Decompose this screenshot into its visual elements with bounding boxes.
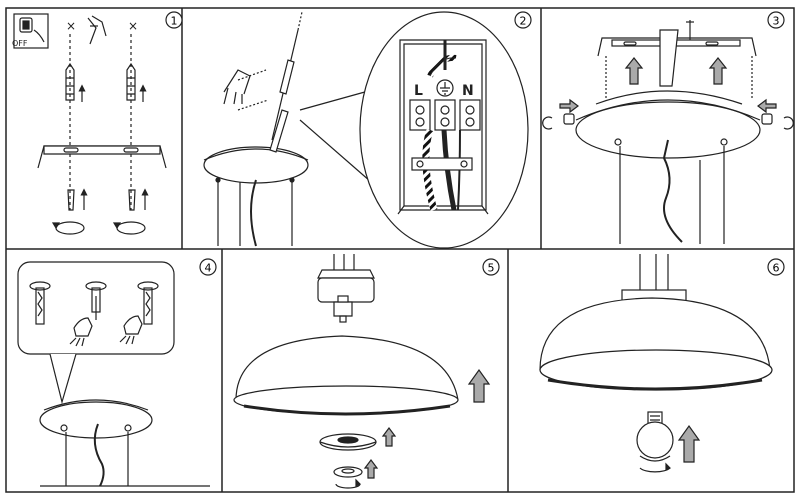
step-badge-2: 2 [514,11,532,29]
light-bulb-icon [636,411,674,473]
terminal-neutral-label: N [462,83,474,99]
step-badge-1: 1 [165,11,183,29]
svg-text:6: 6 [773,262,780,275]
cross-mark: × [66,19,76,33]
terminal-live-label: L [414,83,423,99]
screw-icon [67,188,88,211]
screw-icon [128,188,149,211]
lamp-shade [539,297,773,391]
wire-gripper-detail [17,261,175,405]
terminal-block-zoom: L N [359,11,529,249]
canopy [203,146,309,184]
svg-text:5: 5 [488,262,495,275]
lamp-shade [233,335,459,416]
step-badge-4: 4 [199,258,217,276]
panel-1: OFF × × [12,13,167,235]
lock-nut [333,459,379,489]
step-badge-5: 5 [482,258,500,276]
panel-3 [542,20,794,244]
panel-frame [5,7,795,493]
screwdriver-icon [269,11,303,153]
side-screw-icon [542,98,579,130]
hand-icon [119,315,143,345]
mounting-bracket [597,20,757,87]
hand-icon [69,317,93,347]
pliers-icon [87,15,107,45]
rotate-icon [112,221,146,235]
power-switch-icon: OFF [12,13,49,49]
canopy [317,254,375,323]
wall-plug-icon [126,62,136,101]
canopy [39,399,153,439]
panel-5 [233,254,491,489]
cross-mark: × [128,19,138,33]
side-screw-icon [757,98,794,130]
retaining-ring [319,427,397,451]
panel-2: L N [203,11,529,249]
svg-text:1: 1 [171,15,178,28]
step-badge-3: 3 [767,11,785,29]
svg-text:4: 4 [205,262,212,275]
svg-text:2: 2 [520,15,527,28]
svg-text:3: 3 [773,15,780,28]
mounting-bracket [37,145,167,169]
svg-text:OFF: OFF [12,39,28,48]
panel-6 [539,254,773,473]
hand-icon [223,69,251,105]
wall-plug-icon [65,62,75,101]
canopy [575,90,761,159]
rotate-icon [51,221,85,235]
step-badge-6: 6 [767,258,785,276]
panel-4 [17,261,210,487]
